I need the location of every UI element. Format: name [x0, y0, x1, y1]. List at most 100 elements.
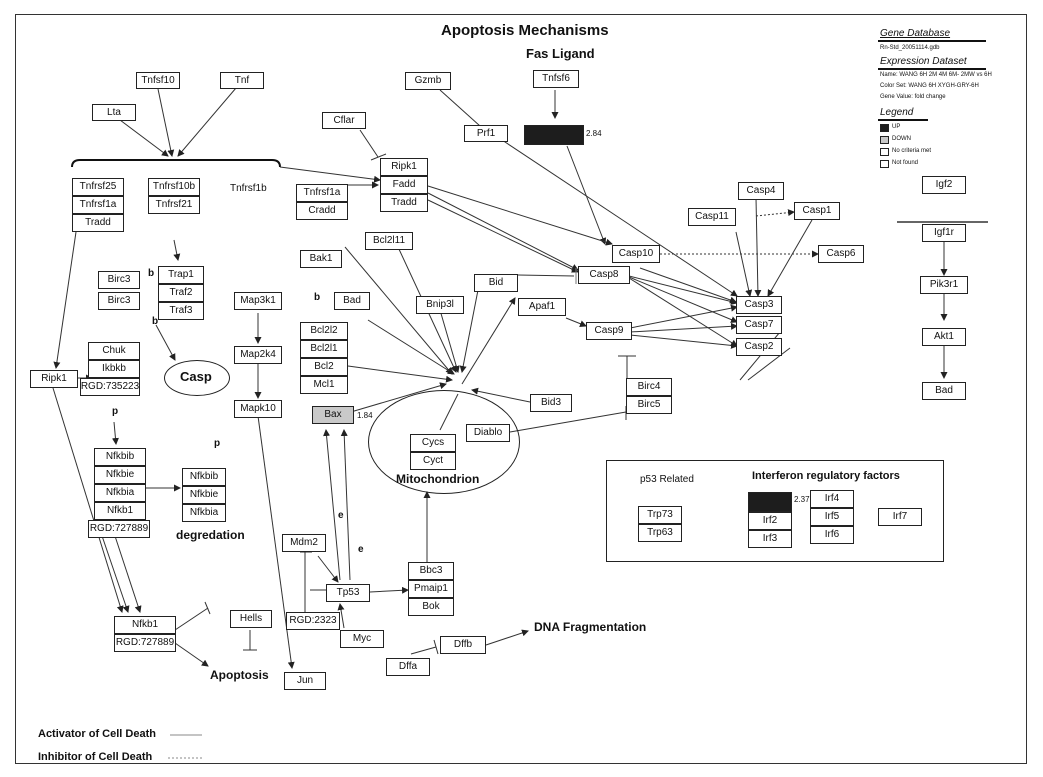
gene-box-map3k1[interactable]: Map3k1 [234, 292, 282, 310]
gene-box-tnfrsf1a-left[interactable]: Tnfrsf1a [72, 196, 124, 214]
gene-box-lta[interactable]: Lta [92, 104, 136, 121]
gene-box-nfkbib-b[interactable]: Nfkbib [182, 468, 226, 486]
gene-box-nfkb1-b[interactable]: Nfkb1 [114, 616, 176, 634]
gene-box-pik3r1[interactable]: Pik3r1 [920, 276, 968, 294]
gene-box-rgd727889-b[interactable]: RGD:727889 [114, 634, 176, 652]
gene-box-tnfsf6-expression[interactable] [524, 125, 584, 145]
gene-box-casp7[interactable]: Casp7 [736, 316, 782, 334]
gene-box-birc5[interactable]: Birc5 [626, 396, 672, 414]
gene-box-bcl2l1[interactable]: Bcl2l1 [300, 340, 348, 358]
gene-box-bid[interactable]: Bid [474, 274, 518, 292]
gene-box-ripk1-top[interactable]: Ripk1 [380, 158, 428, 176]
gene-box-bad-mid[interactable]: Bad [334, 292, 370, 310]
gene-box-tnfrsf21[interactable]: Tnfrsf21 [148, 196, 200, 214]
gene-box-nfkbib-a[interactable]: Nfkbib [94, 448, 146, 466]
gene-box-tp53[interactable]: Tp53 [326, 584, 370, 602]
gene-box-casp8[interactable]: Casp8 [578, 266, 630, 284]
gene-box-akt1[interactable]: Akt1 [922, 328, 966, 346]
gene-box-mapk10[interactable]: Mapk10 [234, 400, 282, 418]
gene-box-hells[interactable]: Hells [230, 610, 272, 628]
gene-box-igf2[interactable]: Igf2 [922, 176, 966, 194]
gene-box-irf5[interactable]: Irf5 [810, 508, 854, 526]
gene-box-birc4[interactable]: Birc4 [626, 378, 672, 396]
gene-box-mdm2[interactable]: Mdm2 [282, 534, 326, 552]
gene-box-irf4[interactable]: Irf4 [810, 490, 854, 508]
gene-box-bnip3l[interactable]: Bnip3l [416, 296, 464, 314]
gene-box-casp10[interactable]: Casp10 [612, 245, 660, 263]
info-rule-1 [878, 40, 986, 42]
gene-box-igf1r[interactable]: Igf1r [922, 224, 966, 242]
gene-box-tradd-left[interactable]: Tradd [72, 214, 124, 232]
gene-box-nfkb1-a[interactable]: Nfkb1 [94, 502, 146, 520]
edge-mark-e2: e [358, 544, 364, 555]
gene-box-nfkbia-b[interactable]: Nfkbia [182, 504, 226, 522]
gene-box-cradd[interactable]: Cradd [296, 202, 348, 220]
gene-box-tnfsf10[interactable]: Tnfsf10 [136, 72, 180, 89]
legend-label-notfound: Not found [892, 160, 919, 166]
gene-label-tnfrsf1b[interactable]: Tnfrsf1b [230, 183, 267, 194]
gene-box-bid3[interactable]: Bid3 [530, 394, 572, 412]
gene-box-irf3[interactable]: Irf3 [748, 530, 792, 548]
gene-box-nfkbia-a[interactable]: Nfkbia [94, 484, 146, 502]
gene-box-gzmb[interactable]: Gzmb [405, 72, 451, 90]
gene-box-tnf[interactable]: Tnf [220, 72, 264, 89]
dataset-colorset: Color Set: WANG 6H XYGH-GRY-6H [880, 83, 979, 89]
gene-box-trap1[interactable]: Trap1 [158, 266, 204, 284]
gene-box-map2k4[interactable]: Map2k4 [234, 346, 282, 364]
gene-box-bcl2[interactable]: Bcl2 [300, 358, 348, 376]
gene-box-traf2[interactable]: Traf2 [158, 284, 204, 302]
gene-box-mcl1[interactable]: Mcl1 [300, 376, 348, 394]
gene-box-nfkbie-b[interactable]: Nfkbie [182, 486, 226, 504]
gene-box-tnfrsf1a-mid[interactable]: Tnfrsf1a [296, 184, 348, 202]
gene-box-traf3[interactable]: Traf3 [158, 302, 204, 320]
gene-box-tradd-top[interactable]: Tradd [380, 194, 428, 212]
gene-box-bad-right[interactable]: Bad [922, 382, 966, 400]
gene-box-prf1[interactable]: Prf1 [464, 125, 508, 142]
gene-box-birc3-a[interactable]: Birc3 [98, 271, 140, 289]
gene-box-irf7[interactable]: Irf7 [878, 508, 922, 526]
gene-box-cflar[interactable]: Cflar [322, 112, 366, 129]
gene-box-apaf1[interactable]: Apaf1 [518, 298, 566, 316]
gene-box-casp6[interactable]: Casp6 [818, 245, 864, 263]
gene-box-rgd2323[interactable]: RGD:2323 [286, 612, 340, 630]
gene-box-casp1[interactable]: Casp1 [794, 202, 840, 220]
gene-box-bok[interactable]: Bok [408, 598, 454, 616]
gene-box-chuk[interactable]: Chuk [88, 342, 140, 360]
gene-box-irf6[interactable]: Irf6 [810, 526, 854, 544]
gene-box-rgd735223[interactable]: RGD:735223 [80, 378, 140, 396]
gene-box-pmaip1[interactable]: Pmaip1 [408, 580, 454, 598]
gene-box-rgd727889-a[interactable]: RGD:727889 [88, 520, 150, 538]
gene-box-tnfrsf25[interactable]: Tnfrsf25 [72, 178, 124, 196]
gene-box-bax[interactable]: Bax [312, 406, 354, 424]
degredation-label: degredation [176, 528, 245, 542]
gene-box-bcl2l2[interactable]: Bcl2l2 [300, 322, 348, 340]
gene-box-cycs[interactable]: Cycs [410, 434, 456, 452]
gene-box-ripk1-left[interactable]: Ripk1 [30, 370, 78, 388]
gene-box-birc3-b[interactable]: Birc3 [98, 292, 140, 310]
gene-box-bak1[interactable]: Bak1 [300, 250, 342, 268]
gene-box-trp73[interactable]: Trp73 [638, 506, 682, 524]
gene-box-jun[interactable]: Jun [284, 672, 326, 690]
gene-box-tnfrsf10b[interactable]: Tnfrsf10b [148, 178, 200, 196]
gene-box-bbc3[interactable]: Bbc3 [408, 562, 454, 580]
gene-box-fadd[interactable]: Fadd [380, 176, 428, 194]
gene-box-nfkbie-a[interactable]: Nfkbie [94, 466, 146, 484]
gene-box-casp11[interactable]: Casp11 [688, 208, 736, 226]
gene-box-casp2[interactable]: Casp2 [736, 338, 782, 356]
gene-box-bcl2l11[interactable]: Bcl2l11 [365, 232, 413, 250]
gene-box-dffb[interactable]: Dffb [440, 636, 486, 654]
gene-box-irf2-expression[interactable] [748, 492, 792, 512]
gene-box-casp9[interactable]: Casp9 [586, 322, 632, 340]
fas-ligand-label: Fas Ligand [526, 46, 595, 61]
gene-box-casp3[interactable]: Casp3 [736, 296, 782, 314]
gene-box-cyct[interactable]: Cyct [410, 452, 456, 470]
gene-database-title: Gene Database [880, 28, 951, 39]
gene-box-dffa[interactable]: Dffa [386, 658, 430, 676]
gene-box-irf2[interactable]: Irf2 [748, 512, 792, 530]
gene-box-diablo[interactable]: Diablo [466, 424, 510, 442]
gene-box-tnfsf6[interactable]: Tnfsf6 [533, 70, 579, 88]
gene-box-myc[interactable]: Myc [340, 630, 384, 648]
gene-box-trp63[interactable]: Trp63 [638, 524, 682, 542]
gene-box-casp4[interactable]: Casp4 [738, 182, 784, 200]
gene-box-ikbkb[interactable]: Ikbkb [88, 360, 140, 378]
